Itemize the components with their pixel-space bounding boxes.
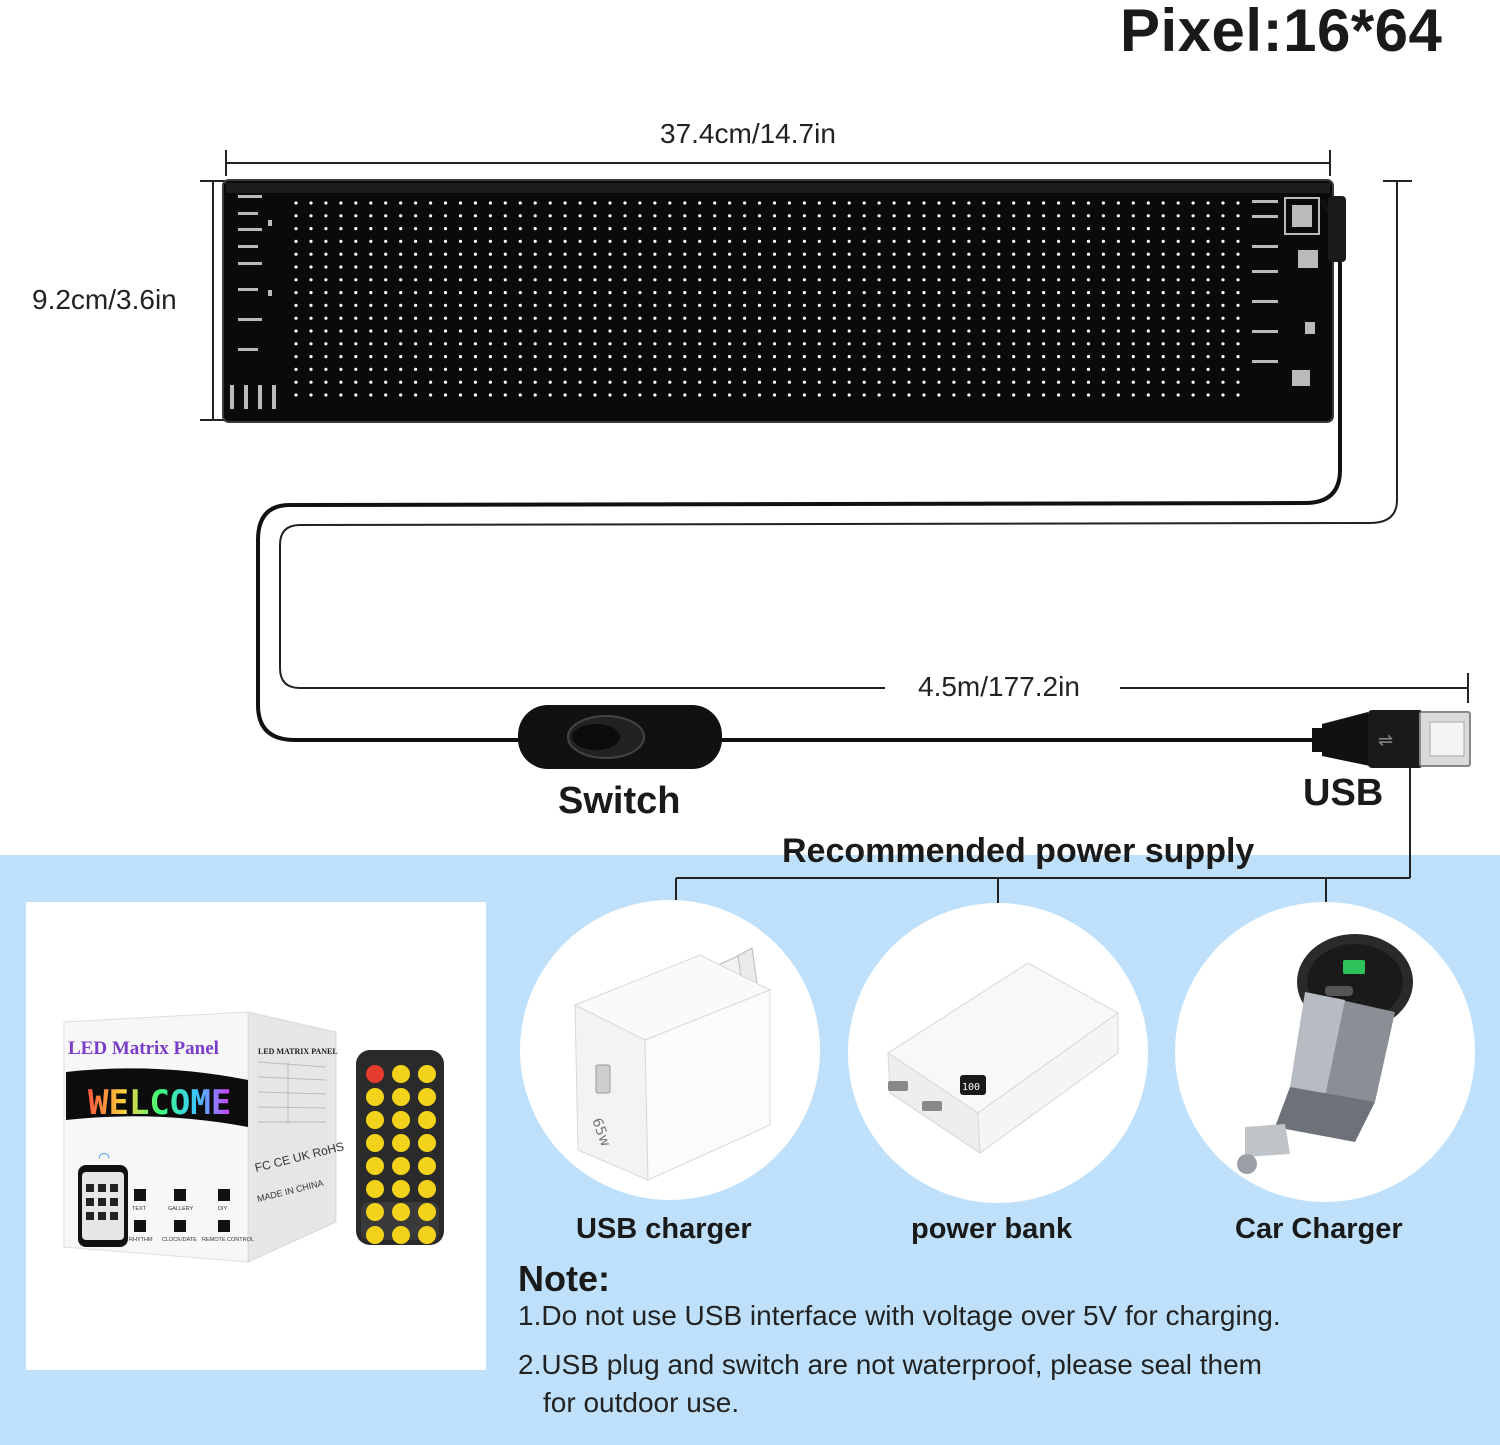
- usb-charger-label: USB charger: [576, 1213, 752, 1245]
- note-title: Note:: [518, 1258, 610, 1299]
- led-panel-diagram: ⇌: [200, 150, 1471, 860]
- package-box-image: LED Matrix Panel WELCOME ◠: [26, 902, 486, 1370]
- remote-button: [366, 1180, 384, 1198]
- height-dimension-line: [200, 180, 226, 421]
- note-line-1: 1.Do not use USB interface with voltage …: [518, 1300, 1281, 1331]
- remote-button: [418, 1203, 436, 1221]
- note-line-2-continued: for outdoor use.: [543, 1387, 740, 1418]
- power-bank-label: power bank: [911, 1213, 1073, 1245]
- remote-button: [392, 1088, 410, 1106]
- remote-button: [366, 1157, 384, 1175]
- app-label-diy: DIY: [218, 1206, 228, 1212]
- remote-button: [392, 1157, 410, 1175]
- remote-button: [418, 1088, 436, 1106]
- panel-connector: [1328, 196, 1346, 262]
- usb-charger-image: 65w: [520, 900, 820, 1200]
- remote-button: [366, 1065, 384, 1083]
- remote-button: [418, 1180, 436, 1198]
- car-charger-icon: [1237, 934, 1413, 1174]
- recommended-power-heading: Recommended power supply: [782, 832, 1255, 870]
- remote-button: [392, 1065, 410, 1083]
- usb-wall-charger-icon: 65w: [573, 947, 772, 1181]
- width-dimension-line: [225, 150, 1331, 176]
- panel-left-components: [230, 195, 276, 409]
- inline-switch: [518, 705, 722, 769]
- app-label-rhythm: RHYTHM: [129, 1237, 153, 1243]
- remote-button: [418, 1065, 436, 1083]
- box-side-title: LED MATRIX PANEL: [258, 1047, 338, 1056]
- note-line-2: 2.USB plug and switch are not waterproof…: [518, 1349, 1262, 1380]
- remote-button: [418, 1134, 436, 1152]
- cable-length-line: [279, 180, 1469, 703]
- remote-button: [392, 1134, 410, 1152]
- usb-label: USB: [1303, 772, 1384, 814]
- app-label-remote: REMOTE CONTROL: [202, 1237, 254, 1243]
- usb-plug: ⇌: [1312, 710, 1471, 768]
- panel-right-components: [1252, 197, 1320, 386]
- led-cable: [256, 198, 1342, 742]
- app-label-gallery: GALLERY: [168, 1206, 194, 1212]
- package-box-illustration: LED Matrix Panel WELCOME ◠: [63, 1011, 444, 1263]
- remote-button: [418, 1111, 436, 1129]
- remote-button: [366, 1226, 384, 1244]
- app-label-text: TEXT: [132, 1206, 147, 1212]
- remote-button: [366, 1134, 384, 1152]
- power-bank-image: 100: [848, 903, 1148, 1203]
- remote-button: [418, 1157, 436, 1175]
- remote-button: [418, 1226, 436, 1244]
- box-title: LED Matrix Panel: [68, 1038, 219, 1059]
- pixel-resolution-title: Pixel:16*64: [1120, 0, 1443, 64]
- led-panel: [222, 179, 1334, 423]
- remote-button: [366, 1111, 384, 1129]
- app-label-clock: CLOCK/DATE: [162, 1237, 197, 1243]
- car-charger-label: Car Charger: [1235, 1213, 1403, 1245]
- remote-button: [392, 1111, 410, 1129]
- remote-button: [392, 1226, 410, 1244]
- scroll-text: WELCOME: [88, 1083, 231, 1123]
- led-dot-grid: [294, 201, 1240, 397]
- cable-length-label: 4.5m/177.2in: [912, 671, 1086, 703]
- remote-button: [392, 1180, 410, 1198]
- remote-control: [356, 1050, 444, 1245]
- svg-text:100: 100: [962, 1082, 980, 1093]
- svg-text:⇌: ⇌: [1378, 730, 1393, 751]
- wifi-icon: ◠: [98, 1150, 110, 1166]
- remote-button: [366, 1203, 384, 1221]
- panel-height-label: 9.2cm/3.6in: [32, 284, 177, 315]
- car-charger-image: [1175, 902, 1475, 1202]
- panel-width-label: 37.4cm/14.7in: [660, 118, 836, 149]
- remote-button: [392, 1203, 410, 1221]
- remote-button: [366, 1088, 384, 1106]
- switch-label: Switch: [558, 780, 681, 822]
- power-bank-icon: 100: [887, 962, 1119, 1154]
